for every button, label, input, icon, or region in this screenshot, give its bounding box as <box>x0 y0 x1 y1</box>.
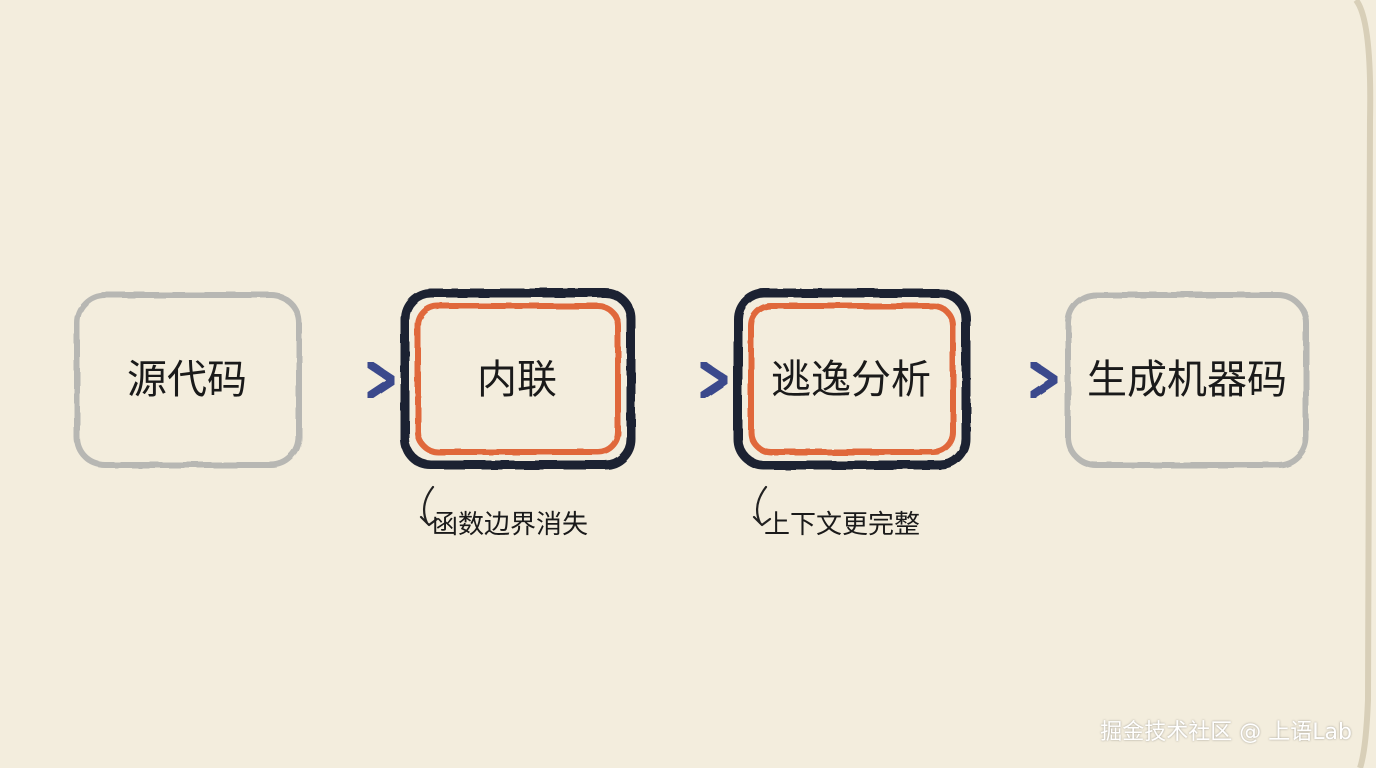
edge-inline-escape <box>637 360 730 400</box>
notebook-edge <box>1353 0 1374 768</box>
edge-source-inline <box>305 360 397 400</box>
node-box-inline-inner <box>415 303 621 455</box>
arrow-head <box>1028 360 1060 400</box>
note-curve-arrow-escape <box>752 485 772 527</box>
node-box-source <box>74 292 302 468</box>
note-label-escape: 上下文更完整 <box>764 510 921 540</box>
node-box-escape-inner <box>748 303 956 455</box>
node-box-inline-outer <box>400 288 636 470</box>
node-label-inline: 内联 <box>477 357 557 403</box>
node-box-escape-outer <box>733 288 971 470</box>
note-label-inline: 函数边界消失 <box>432 510 589 540</box>
watermark: 掘金技术社区 @ 上语Lab <box>1100 720 1352 745</box>
node-label-escape: 逃逸分析 <box>771 357 931 403</box>
edge-escape-machine <box>972 360 1060 400</box>
node-label-machine: 生成机器码 <box>1087 357 1287 403</box>
note-curve-arrow-inline <box>419 485 439 527</box>
arrow-head <box>698 360 730 400</box>
node-box-machine <box>1065 292 1309 468</box>
arrow-head <box>365 360 397 400</box>
node-label-source: 源代码 <box>127 357 247 403</box>
